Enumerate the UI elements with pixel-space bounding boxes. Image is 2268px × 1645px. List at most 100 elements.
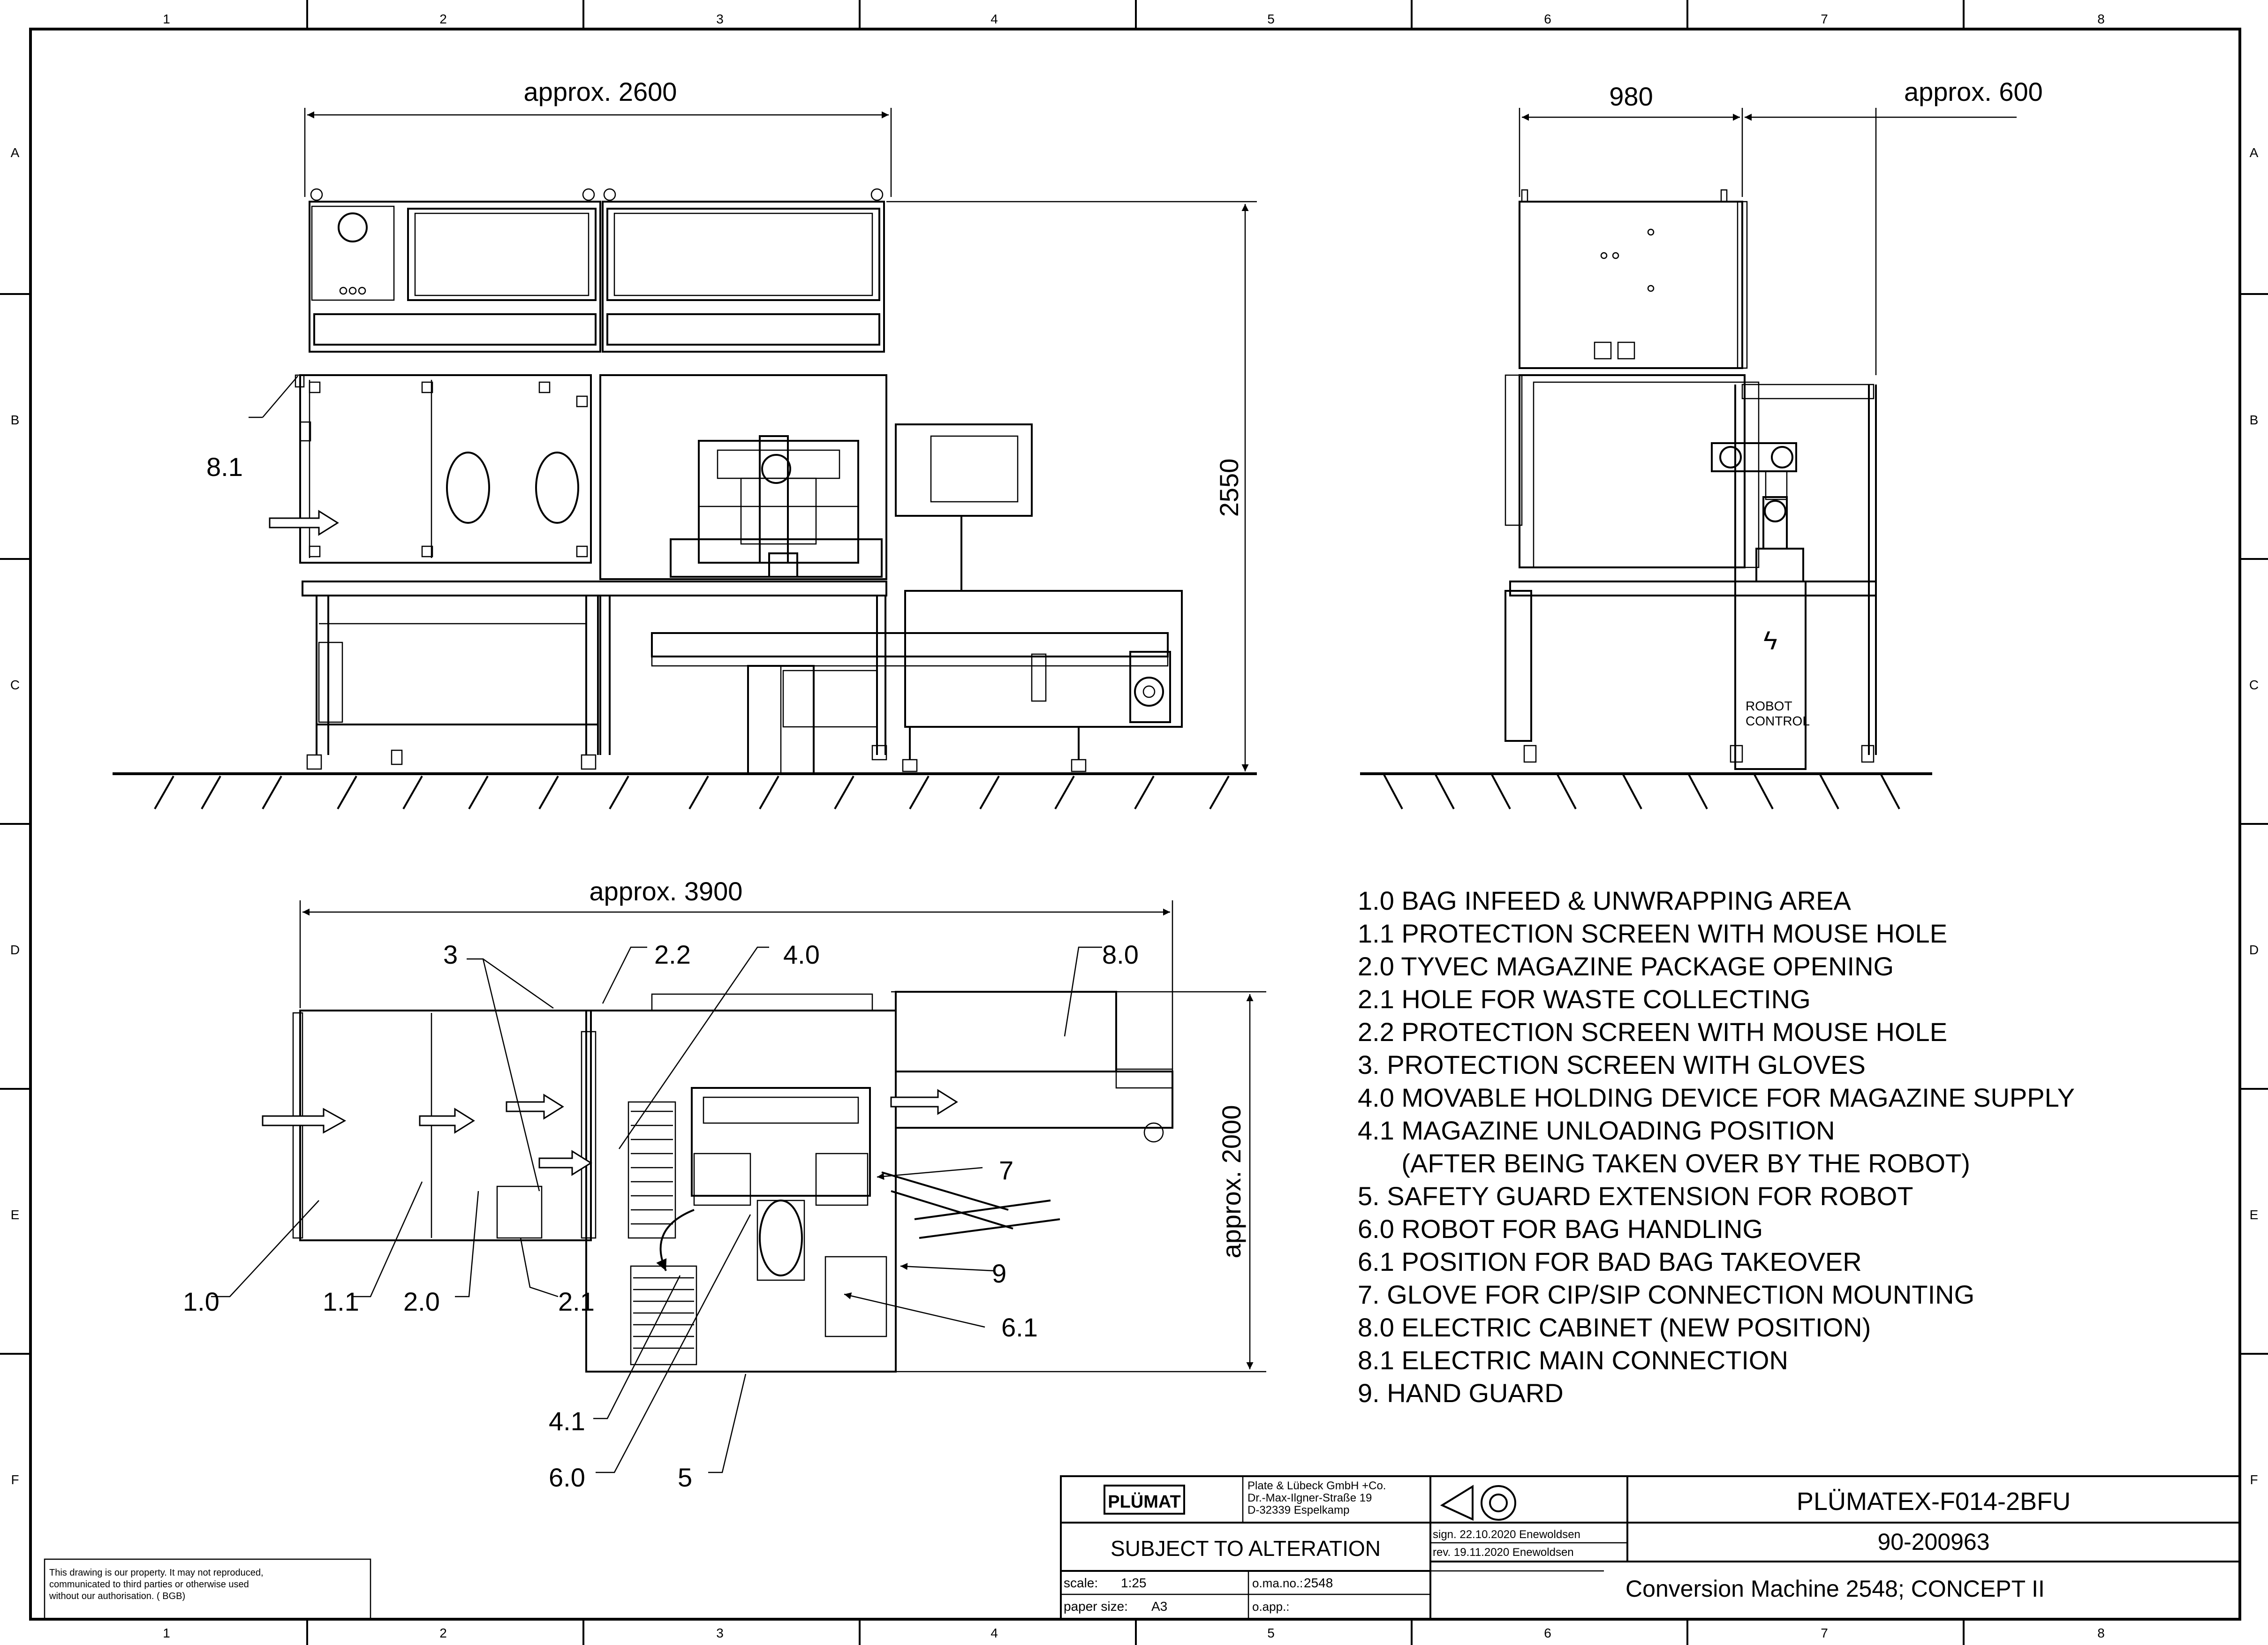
row-label: D: [10, 943, 20, 957]
paper-size-value: A3: [1151, 1599, 1167, 1614]
callout-1-0: 1.0: [183, 1287, 219, 1316]
legend-item: 2.2 PROTECTION SCREEN WITH MOUSE HOLE: [1358, 1017, 1947, 1047]
col-label: 8: [2097, 1626, 2105, 1640]
legend-item: 1.1 PROTECTION SCREEN WITH MOUSE HOLE: [1358, 919, 1947, 948]
row-label: B: [2250, 413, 2259, 427]
col-label: 5: [1267, 12, 1275, 26]
row-label: F: [11, 1472, 19, 1487]
drawing-number: 90-200963: [1877, 1529, 1989, 1555]
legend-item: 8.0 ELECTRIC CABINET (NEW POSITION): [1358, 1313, 1871, 1342]
legend-item: 3. PROTECTION SCREEN WITH GLOVES: [1358, 1050, 1866, 1079]
col-label: 8: [2097, 12, 2105, 26]
row-label: A: [11, 145, 20, 160]
callout-4-0: 4.0: [783, 940, 820, 969]
front-height-dimension: 2550: [1214, 459, 1244, 517]
property-note-line: communicated to third parties or otherwi…: [49, 1579, 249, 1590]
legend-item: 6.1 POSITION FOR BAD BAG TAKEOVER: [1358, 1247, 1862, 1276]
legend-item: 8.1 ELECTRIC MAIN CONNECTION: [1358, 1345, 1788, 1375]
callout-8-1: 8.1: [206, 452, 243, 482]
property-note: This drawing is our property. It may not…: [44, 1558, 371, 1620]
front-view: [113, 188, 1257, 809]
callout-6-0: 6.0: [549, 1463, 585, 1492]
row-label: E: [11, 1207, 20, 1222]
legend-item: 4.0 MOVABLE HOLDING DEVICE FOR MAGAZINE …: [1358, 1083, 2075, 1112]
paper-size-label: paper size:: [1064, 1599, 1128, 1614]
drawing-name: PLÜMATEX-F014-2BFU: [1797, 1487, 2071, 1516]
callout-9: 9: [992, 1259, 1006, 1288]
col-label: 7: [1821, 12, 1828, 26]
front-dimensions: approx. 2600 2550 8.1: [206, 77, 1257, 771]
col-label: 5: [1267, 1626, 1275, 1640]
col-label: 1: [163, 1626, 170, 1640]
side-extra-dimension: approx. 600: [1904, 77, 2043, 106]
callout-4-1: 4.1: [549, 1406, 585, 1436]
legend: 1.0 BAG INFEED & UNWRAPPING AREA 1.1 PRO…: [1358, 886, 2075, 1408]
company-name: Plate & Lübeck GmbH +Co.: [1247, 1479, 1386, 1492]
drawing-description: Conversion Machine 2548; CONCEPT II: [1625, 1576, 2045, 1602]
col-label: 1: [163, 12, 170, 26]
subject-to-alteration: SUBJECT TO ALTERATION: [1111, 1536, 1381, 1561]
col-label: 7: [1821, 1626, 1828, 1640]
legend-item: 1.0 BAG INFEED & UNWRAPPING AREA: [1358, 886, 1851, 915]
callout-8-0: 8.0: [1102, 940, 1139, 969]
col-label: 2: [439, 12, 447, 26]
company-city: D-32339 Espelkamp: [1247, 1504, 1349, 1517]
legend-item: (AFTER BEING TAKEN OVER BY THE ROBOT): [1358, 1148, 1970, 1178]
col-label: 3: [716, 1626, 724, 1640]
side-view: ϟ ROBOT CONTROL: [1360, 189, 1932, 809]
callout-7: 7: [999, 1155, 1013, 1185]
top-callouts: 3 2.2 4.0 8.0 7 9 6.1 1.0 1.1 2.0 2.1 4.…: [183, 940, 1139, 1492]
callout-5: 5: [678, 1463, 692, 1492]
legend-item: 9. HAND GUARD: [1358, 1378, 1564, 1408]
callout-2-0: 2.0: [403, 1287, 440, 1316]
callout-6-1: 6.1: [1001, 1313, 1038, 1342]
property-note-line: This drawing is our property. It may not…: [49, 1568, 264, 1578]
legend-item: 6.0 ROBOT FOR BAG HANDLING: [1358, 1214, 1763, 1244]
top-dimensions: approx. 3900 approx. 2000: [299, 876, 1266, 1373]
callout-2-1: 2.1: [558, 1287, 595, 1316]
col-label: 2: [439, 1626, 447, 1640]
electric-hazard-icon: ϟ: [1763, 626, 1777, 655]
side-width-dimension: 980: [1609, 82, 1653, 111]
row-label: A: [2250, 145, 2259, 160]
top-view: [262, 991, 1173, 1373]
row-label: E: [2250, 1207, 2259, 1222]
row-label: F: [2250, 1472, 2258, 1487]
row-label: C: [2249, 678, 2259, 692]
property-note-line: without our authorisation. ( BGB): [49, 1591, 185, 1601]
col-label: 4: [990, 1626, 998, 1640]
callout-1-1: 1.1: [323, 1287, 359, 1316]
company-address: Dr.-Max-Ilgner-Straße 19: [1247, 1492, 1372, 1504]
side-dimensions: 980 approx. 600: [1519, 77, 2043, 375]
order-approval-label: o.app.:: [1252, 1600, 1290, 1614]
scale-label: scale:: [1064, 1576, 1098, 1590]
top-height-dimension: approx. 2000: [1217, 1105, 1246, 1259]
col-label: 3: [716, 12, 724, 26]
scale-value: 1:25: [1121, 1576, 1147, 1590]
robot-control-label-line2: CONTROL: [1746, 714, 1810, 728]
col-label: 6: [1544, 12, 1551, 26]
col-label: 6: [1544, 1626, 1551, 1640]
row-label: B: [11, 413, 20, 427]
rev-info: rev. 19.11.2020 Enewoldsen: [1433, 1546, 1574, 1559]
col-label: 4: [990, 12, 998, 26]
legend-item: 7. GLOVE FOR CIP/SIP CONNECTION MOUNTING: [1358, 1280, 1974, 1309]
front-width-dimension: approx. 2600: [524, 77, 677, 106]
row-label: D: [2249, 943, 2259, 957]
legend-item: 2.0 TYVEC MAGAZINE PACKAGE OPENING: [1358, 951, 1894, 981]
top-width-dimension: approx. 3900: [590, 876, 743, 906]
robot-control-label-line1: ROBOT: [1746, 699, 1792, 713]
sign-info: sign. 22.10.2020 Enewoldsen: [1433, 1528, 1580, 1541]
projection-symbol-icon: [1440, 1485, 1516, 1521]
legend-item: 5. SAFETY GUARD EXTENSION FOR ROBOT: [1358, 1181, 1913, 1211]
company-logo: PLÜMAT: [1108, 1492, 1181, 1512]
title-block: PLÜMAT Plate & Lübeck GmbH +Co. Dr.-Max-…: [1060, 1475, 2241, 1620]
legend-item: 2.1 HOLE FOR WASTE COLLECTING: [1358, 984, 1811, 1014]
order-machine-label: o.ma.no.:: [1252, 1576, 1303, 1590]
row-label: C: [10, 678, 20, 692]
order-machine-number: 2548: [1304, 1576, 1333, 1590]
legend-item: 4.1 MAGAZINE UNLOADING POSITION: [1358, 1116, 1835, 1145]
callout-2-2: 2.2: [654, 940, 691, 969]
